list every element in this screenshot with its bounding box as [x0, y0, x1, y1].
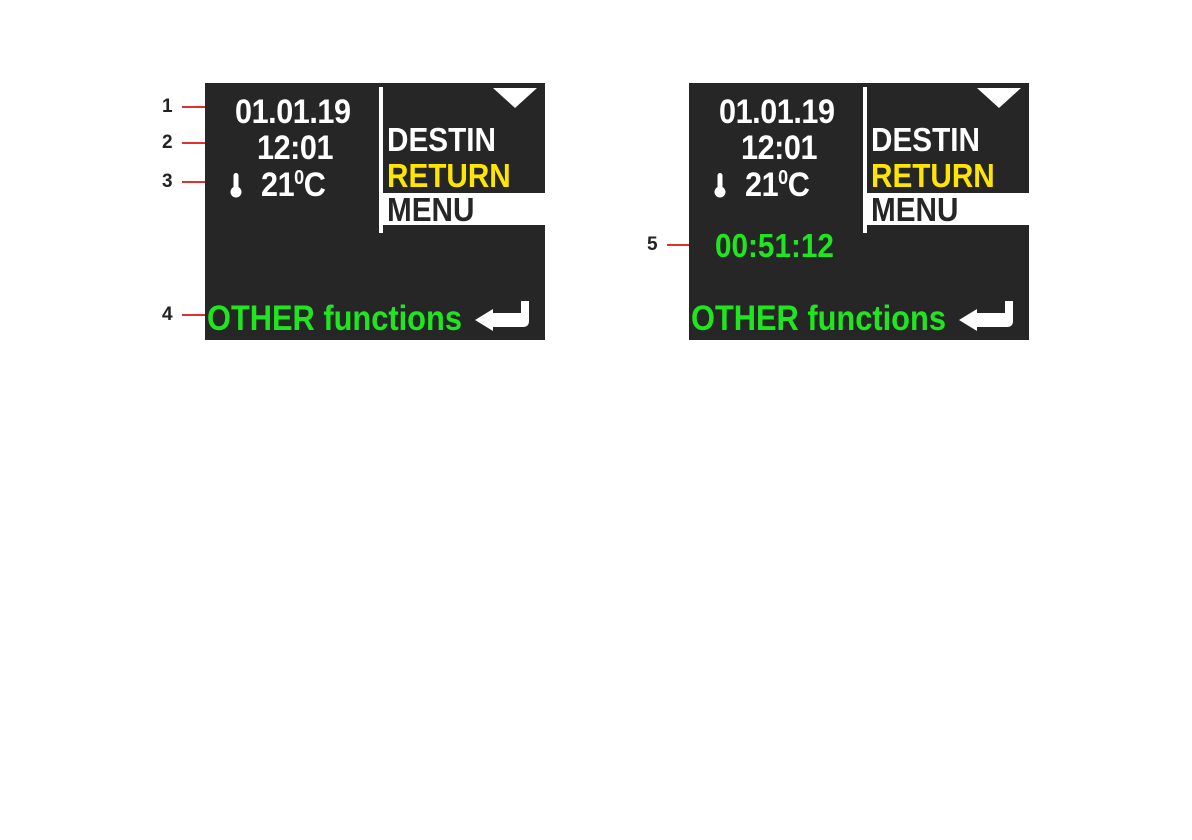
thermometer-icon [713, 172, 727, 198]
temperature-unit: C [788, 166, 810, 204]
time-display: 12:01 [257, 131, 333, 165]
callout-number: 1 [162, 96, 182, 118]
temperature-degree: 0 [778, 167, 788, 189]
date-display: 01.01.19 [719, 95, 835, 129]
other-functions-label[interactable]: OTHER functions [691, 301, 946, 336]
timer-display: 00:51:12 [715, 229, 834, 262]
temperature-value: 21 [261, 166, 294, 204]
menu-item-menu[interactable]: MENU [871, 193, 958, 226]
enter-arrow-icon[interactable] [471, 299, 533, 331]
menu-item-return[interactable]: RETURN [871, 159, 995, 192]
temperature-display: 210C [745, 168, 809, 202]
temperature-value: 21 [745, 166, 778, 204]
enter-arrow-icon[interactable] [955, 299, 1017, 331]
menu-item-menu[interactable]: MENU [387, 193, 474, 226]
temperature-degree: 0 [294, 167, 304, 189]
thermometer-icon [229, 172, 243, 198]
callout-number: 3 [162, 171, 182, 193]
dropdown-triangle-icon[interactable] [493, 88, 537, 108]
date-display: 01.01.19 [235, 95, 351, 129]
menu-item-destin[interactable]: DESTIN [871, 123, 980, 156]
time-display: 12:01 [741, 131, 817, 165]
temperature-unit: C [304, 166, 326, 204]
other-functions-label[interactable]: OTHER functions [207, 301, 462, 336]
menu-item-return[interactable]: RETURN [387, 159, 511, 192]
callout-number: 2 [162, 132, 182, 154]
display-screen-main: 01.01.19 12:01 210C DESTIN RETURN MENU O… [205, 83, 545, 340]
dropdown-triangle-icon[interactable] [977, 88, 1021, 108]
display-screen-timer: 01.01.19 12:01 210C DESTIN RETURN MENU 0… [689, 83, 1029, 340]
callout-number: 4 [162, 304, 182, 326]
menu-item-destin[interactable]: DESTIN [387, 123, 496, 156]
callout-number: 5 [647, 234, 667, 256]
temperature-display: 210C [261, 168, 325, 202]
